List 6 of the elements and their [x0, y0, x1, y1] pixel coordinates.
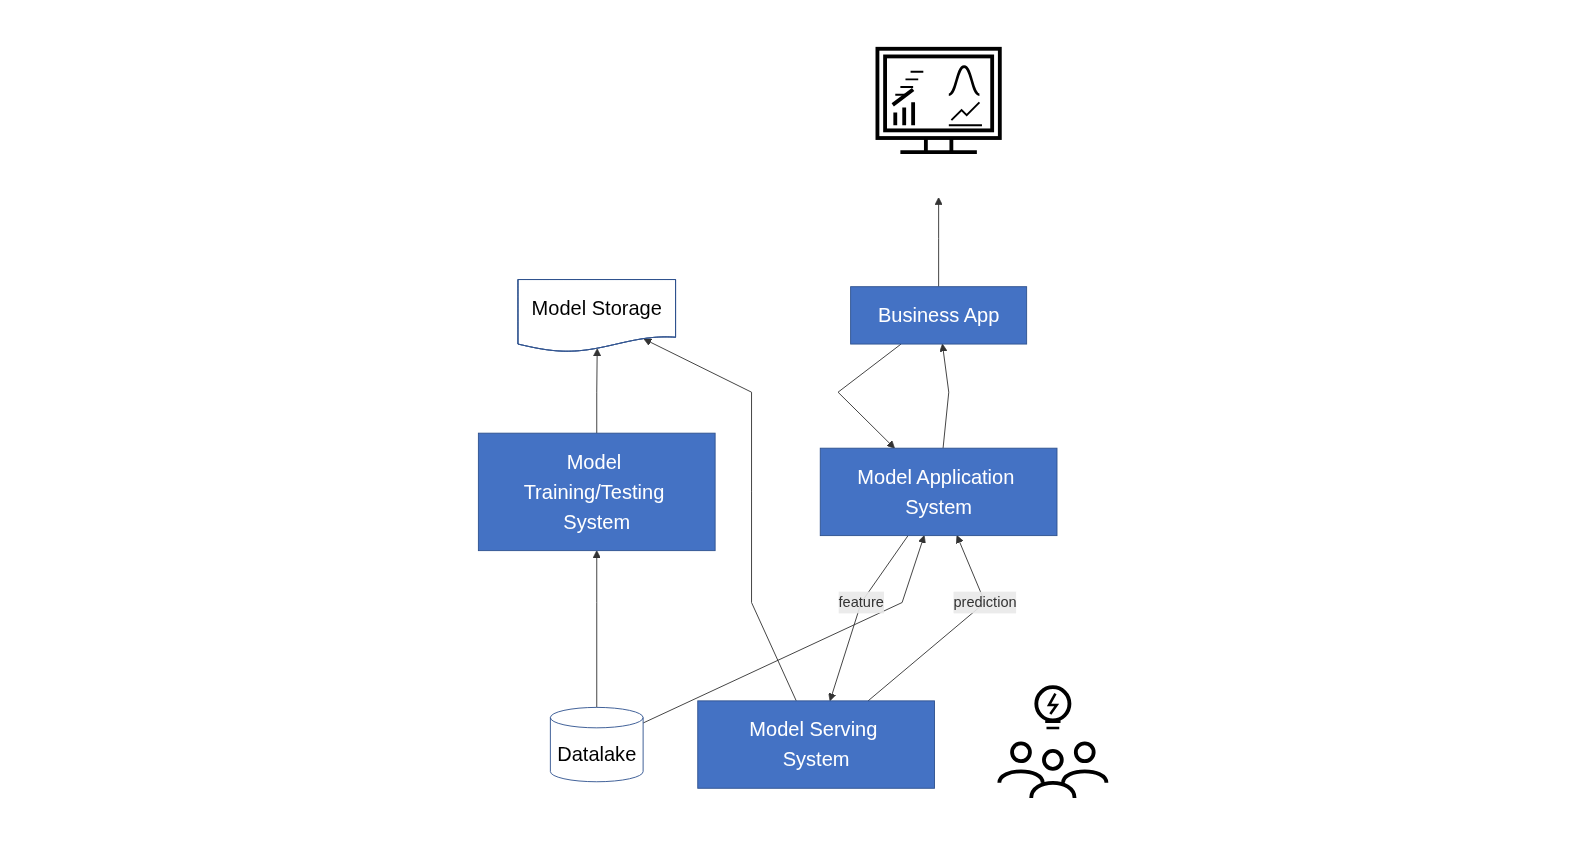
edge-label: prediction	[953, 594, 1017, 610]
node-box: Model Serving System	[697, 700, 935, 789]
node-box: Model Application System	[819, 447, 1058, 537]
node-box: Model Training/Testing System	[477, 432, 716, 552]
node-box: Business App	[850, 286, 1028, 345]
edge-label: feature	[838, 594, 884, 610]
